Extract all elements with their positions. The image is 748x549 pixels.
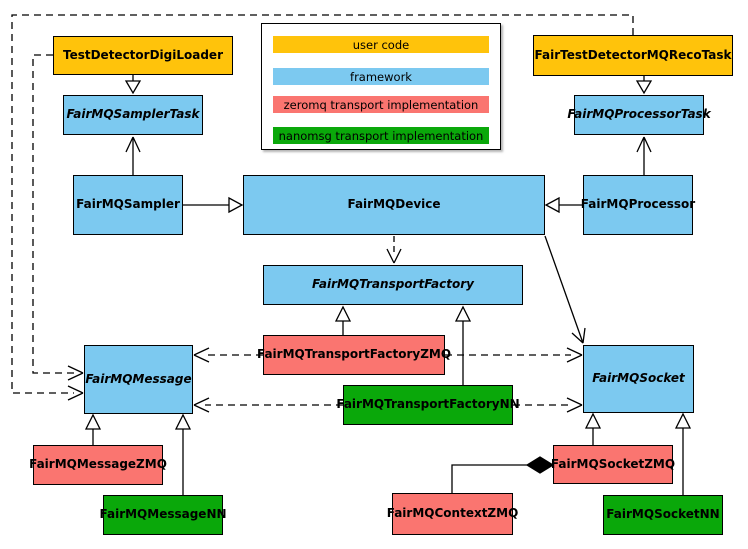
node-fairmqprocessortask: FairMQProcessorTask — [567, 95, 711, 135]
edge-factorynn-socket-dependency — [513, 397, 583, 413]
node-label: FairMQMessage — [85, 371, 192, 386]
legend-label: zeromq transport implementation — [283, 97, 479, 112]
node-label: FairMQSocket — [592, 371, 685, 386]
node-testdetectordigiloader: TestDetectorDigiLoader — [53, 36, 233, 75]
edge-device-socket-association — [544, 235, 586, 344]
legend-label: user code — [352, 37, 410, 52]
legend-item-zeromq: zeromq transport implementation — [273, 96, 489, 113]
edge-factoryzmq-transportfactory-inheritance — [334, 305, 352, 335]
node-fairmqtransportfactorynn: FairMQTransportFactoryNN — [336, 385, 520, 425]
node-fairtestdetectormqrecotask: FairTestDetectorMQRecoTask — [533, 35, 733, 76]
edge-device-transportfactory-dependency — [386, 236, 402, 264]
node-fairmqsampler: FairMQSampler — [73, 175, 183, 235]
edge-socketzmq-socket-inheritance — [584, 412, 602, 445]
node-label: TestDetectorDigiLoader — [62, 47, 223, 62]
node-label: FairMQTransportFactory — [312, 277, 474, 292]
node-fairmqprocessor: FairMQProcessor — [580, 175, 696, 235]
legend-item-framework: framework — [273, 68, 489, 85]
node-fairmqcontextzmq: FairMQContextZMQ — [387, 493, 518, 535]
edge-recotask-processortask-inheritance — [635, 76, 653, 95]
node-label: FairMQMessageZMQ — [29, 457, 167, 472]
edge-factoryzmq-message-dependency — [193, 347, 263, 363]
edge-sampler-device-inheritance — [183, 196, 244, 214]
node-fairmqtransportfactory: FairMQTransportFactory — [263, 265, 523, 305]
edge-processor-device-inheritance — [544, 196, 583, 214]
edge-digiloader-samplertask-inheritance — [124, 75, 142, 95]
edge-digiloader-message-dependency — [32, 54, 84, 381]
legend-label: framework — [350, 69, 412, 84]
node-fairmqmessagezmq: FairMQMessageZMQ — [29, 445, 167, 485]
node-label: FairMQProcessor — [580, 197, 696, 212]
node-fairmqsocketzmq: FairMQSocketZMQ — [550, 445, 676, 484]
edge-factorynn-message-dependency — [193, 397, 343, 413]
edge-processor-processortask-association — [636, 136, 652, 175]
edge-contextzmq-socketzmq-composition — [451, 456, 555, 493]
node-label: FairMQProcessorTask — [567, 107, 711, 122]
node-fairmqsamplertask: FairMQSamplerTask — [63, 95, 203, 135]
node-label: FairMQTransportFactoryNN — [336, 397, 520, 412]
legend-item-user-code: user code — [273, 36, 489, 53]
edge-factorynn-transportfactory-inheritance — [454, 305, 472, 385]
legend: user code framework zeromq transport imp… — [261, 23, 501, 150]
edge-sampler-samplertask-association — [125, 136, 141, 175]
node-fairmqsocket: FairMQSocket — [583, 345, 694, 413]
edge-recotask-message-dependency — [11, 14, 634, 401]
edge-factoryzmq-socket-dependency — [445, 347, 583, 363]
node-fairmqsocketnn: FairMQSocketNN — [603, 495, 723, 535]
node-label: FairMQDevice — [347, 197, 441, 212]
node-fairmqmessagenn: FairMQMessageNN — [99, 495, 227, 535]
legend-item-nanomsg: nanomsg transport implementation — [273, 127, 489, 144]
node-label: FairMQMessageNN — [99, 507, 227, 522]
edge-socketnn-socket-inheritance — [674, 412, 692, 495]
node-label: FairMQSamplerTask — [66, 107, 200, 122]
node-label: FairMQSampler — [76, 197, 180, 212]
node-fairmqmessage: FairMQMessage — [84, 345, 193, 414]
node-label: FairTestDetectorMQRecoTask — [534, 47, 732, 62]
node-fairmqtransportfactoryzmq: FairMQTransportFactoryZMQ — [257, 335, 451, 375]
legend-label: nanomsg transport implementation — [278, 128, 484, 143]
node-fairmqdevice: FairMQDevice — [243, 175, 545, 235]
node-label: FairMQContextZMQ — [386, 506, 519, 521]
edge-messagezmq-message-inheritance — [84, 413, 102, 445]
node-label: FairMQTransportFactoryZMQ — [256, 347, 452, 362]
node-label: FairMQSocketNN — [606, 507, 720, 522]
edge-messagenn-message-inheritance — [174, 413, 192, 495]
node-label: FairMQSocketZMQ — [550, 456, 676, 471]
